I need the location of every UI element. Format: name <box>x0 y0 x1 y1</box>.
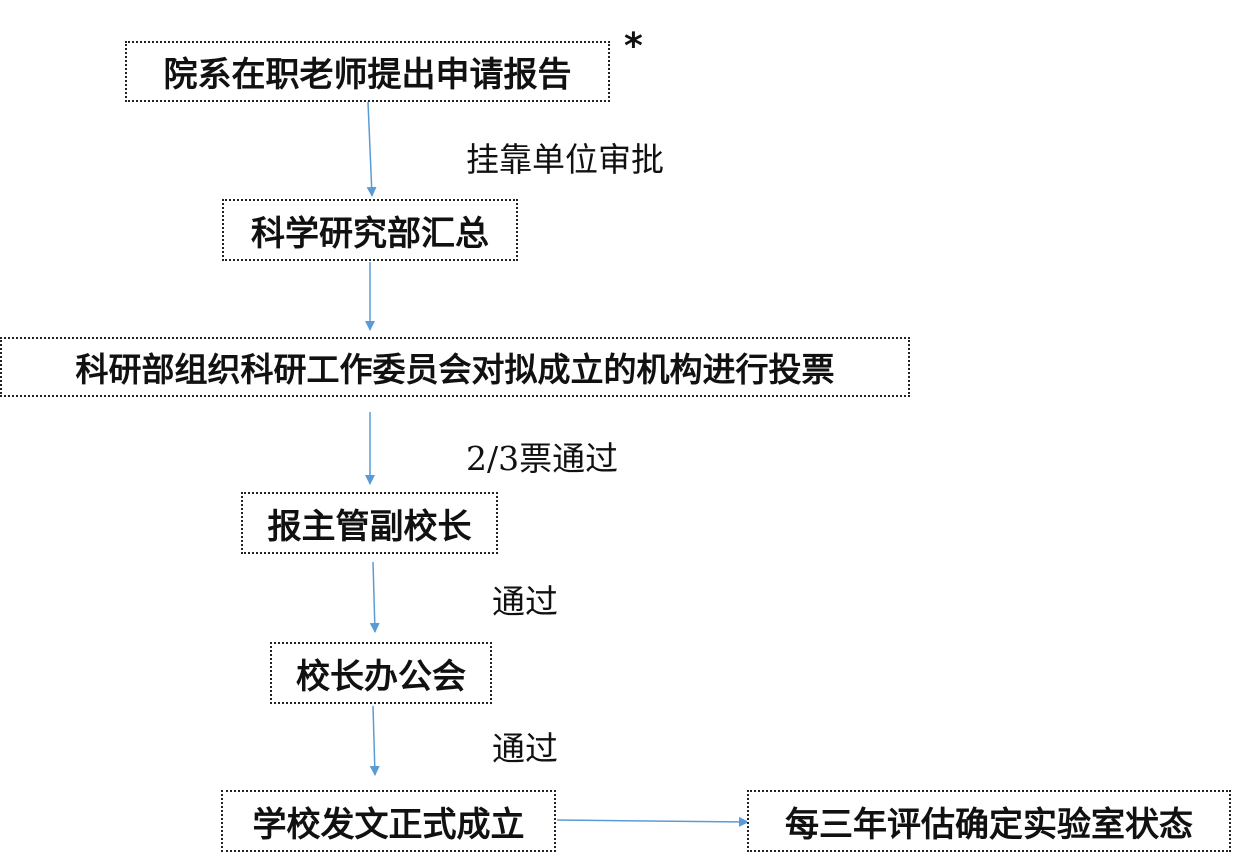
arrow-apply-to-summary <box>366 101 377 197</box>
edge-label-pass-1: 通过 <box>492 582 558 621</box>
step-report-vice-president: 报主管副校长 <box>241 492 498 554</box>
edge-label-unit-approval: 挂靠单位审批 <box>466 140 664 179</box>
step-apply-report: 院系在职老师提出申请报告 <box>125 41 610 102</box>
step-president-office-meeting: 校长办公会 <box>270 642 492 704</box>
note-marker: * <box>624 26 643 67</box>
arrow-establish-to-evaluate <box>556 816 749 827</box>
step-triennial-evaluation: 每三年评估确定实验室状态 <box>747 790 1231 852</box>
edge-label-two-thirds: 2/3票通过 <box>466 439 619 478</box>
edge-label-pass-2: 通过 <box>492 729 558 768</box>
arrow-vicepresident-to-office <box>369 561 380 633</box>
arrow-office-to-establish <box>369 705 380 776</box>
step-committee-vote: 科研部组织科研工作委员会对拟成立的机构进行投票 <box>0 337 910 397</box>
step-research-summary: 科学研究部汇总 <box>222 199 518 261</box>
step-official-establishment: 学校发文正式成立 <box>221 790 556 852</box>
